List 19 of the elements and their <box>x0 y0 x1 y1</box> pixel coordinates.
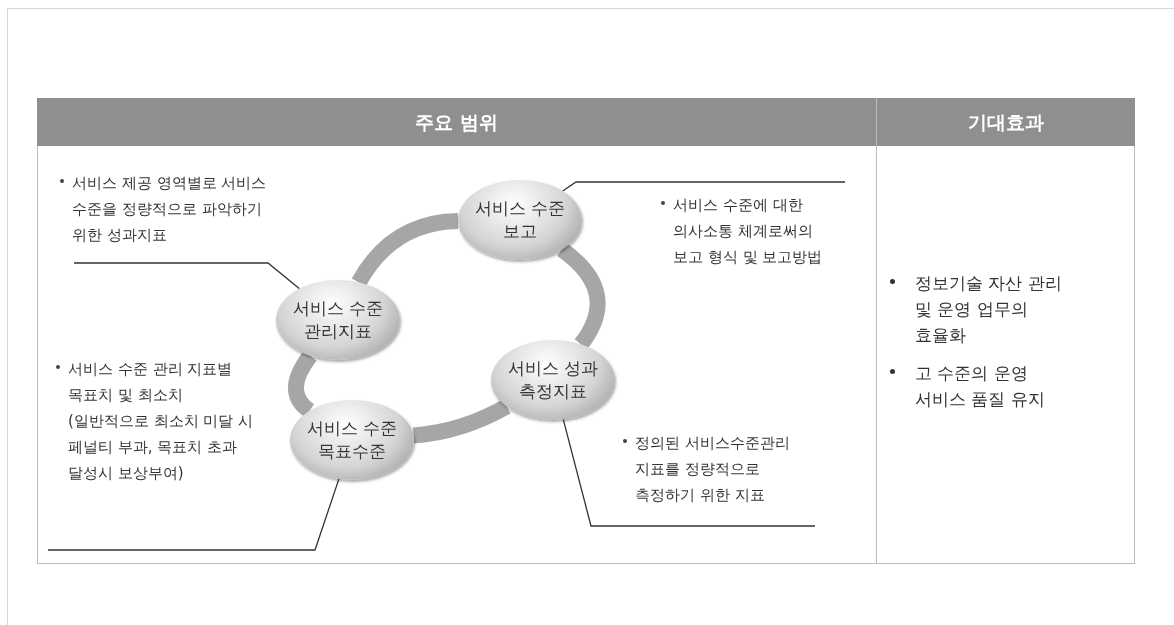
ellipse-node <box>458 180 582 260</box>
column-header: 주요 범위 <box>415 109 498 135</box>
column-header: 기대효과 <box>968 109 1044 135</box>
leader-line <box>47 478 340 551</box>
description-text: 서비스 수준 관리 지표별 목표치 및 최소치 (일반적으로 최소치 미달 시 페널티 부과, 목표치 초과 달성시 보상부여) <box>68 359 255 484</box>
effect-text: 정보기술 자산 관리 및 운영 업무의 효율화 <box>915 272 1063 347</box>
leader-line <box>562 181 846 192</box>
description-text: 서비스 제공 영역별로 서비스 수준을 정량적으로 파악하기 위한 성과지표 <box>72 173 268 246</box>
effect-text: 고 수준의 운영 서비스 품질 유지 <box>915 362 1046 411</box>
ring-segment <box>351 213 459 287</box>
node-label: 서비스 성과 측정지표 <box>506 357 600 403</box>
node-label: 서비스 수준 보고 <box>473 197 567 243</box>
leader-line <box>562 418 816 527</box>
node-label: 서비스 수준 관리지표 <box>291 297 385 343</box>
ring-segment <box>412 399 511 444</box>
leader-line <box>73 262 301 290</box>
node-label: 서비스 수준 목표수준 <box>305 417 399 463</box>
description-text: 정의된 서비스수준관리 지표를 정량적으로 측정하기 위한 지표 <box>635 433 791 506</box>
description-text: 서비스 수준에 대한 의사소통 체계로써의 보고 형식 및 보고방법 <box>673 195 824 268</box>
